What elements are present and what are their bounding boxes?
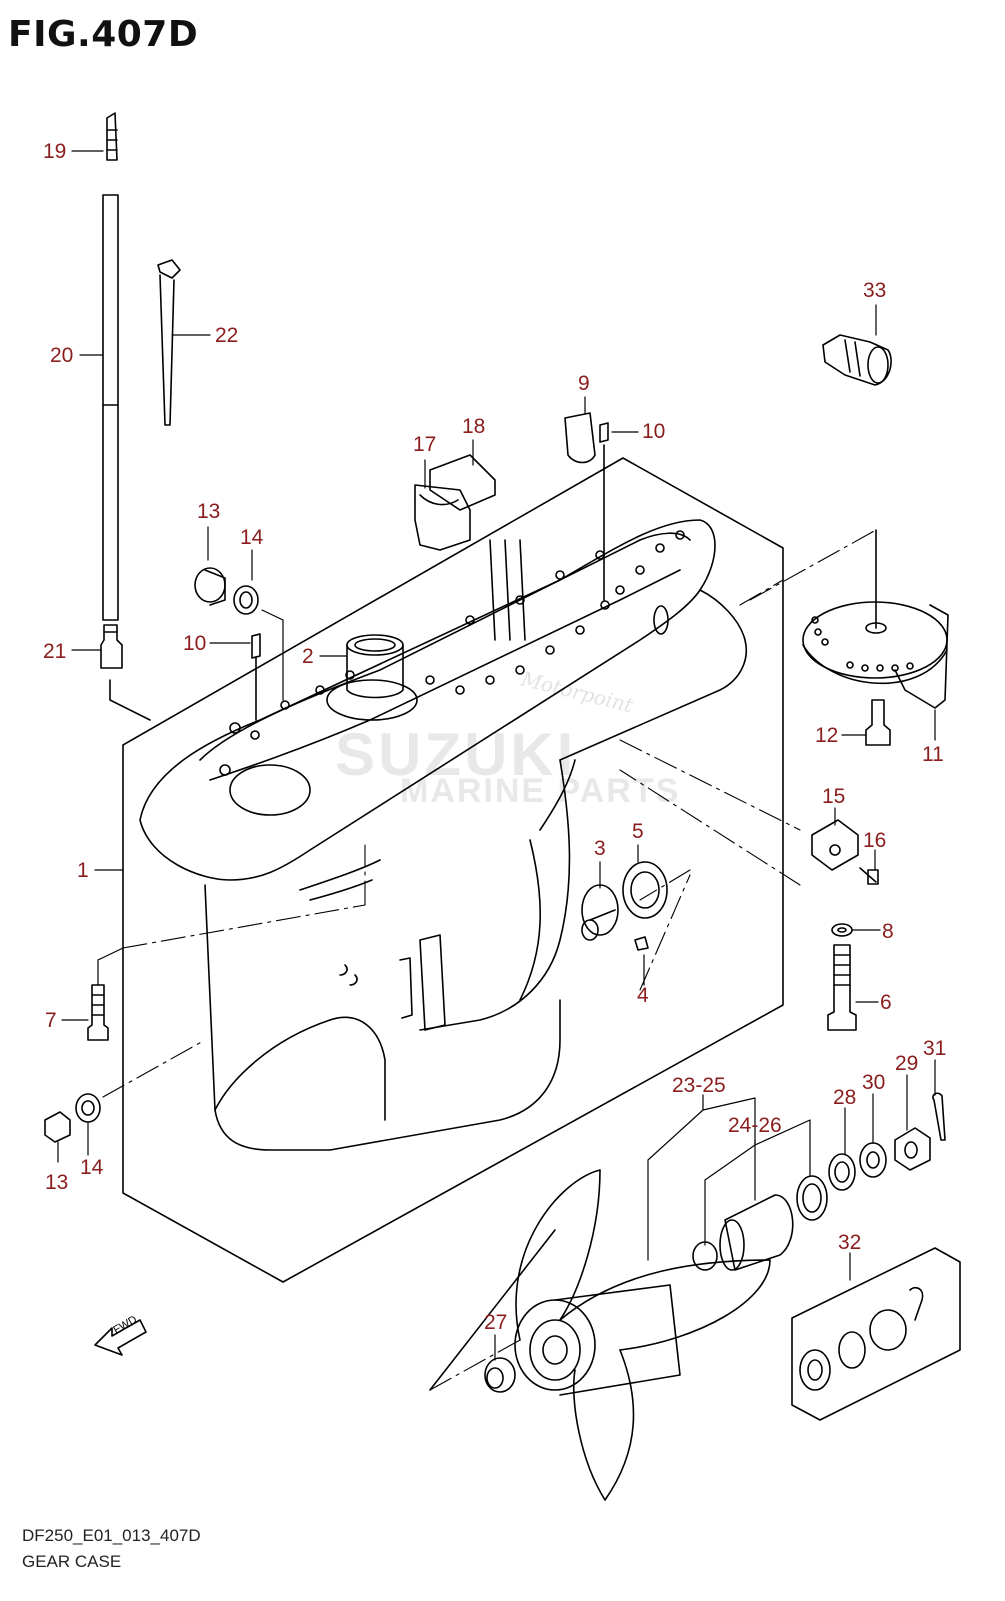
callout-12: 12	[815, 724, 839, 747]
part-8-washer	[831, 923, 853, 937]
part-6-bolt	[827, 944, 857, 1031]
part-10-pin-left	[251, 633, 261, 721]
callout-14-upper: 14	[240, 526, 264, 549]
callout-8: 8	[882, 920, 894, 943]
callout-29: 29	[895, 1052, 919, 1075]
callout-1: 1	[77, 859, 89, 882]
part-16-screw	[859, 867, 879, 885]
part-27-bushing	[484, 1357, 516, 1393]
part-24-26-spacer	[692, 1194, 794, 1271]
part-32-kit-box	[791, 1247, 961, 1421]
part-30-washer	[859, 1142, 887, 1178]
watermark-line2: MARINE PARTS	[400, 772, 681, 810]
callout-23-25: 23-25	[672, 1074, 726, 1097]
callout-33: 33	[863, 279, 887, 302]
callout-5: 5	[632, 820, 644, 843]
callout-18: 18	[462, 415, 486, 438]
part-12-bolt	[865, 699, 891, 746]
part-31-cotter-pin	[932, 1092, 946, 1141]
part-20-shift-rod	[102, 194, 119, 621]
callout-15: 15	[822, 785, 846, 808]
callout-17: 17	[413, 433, 437, 456]
part-9-anode	[564, 412, 596, 464]
part-5-seal	[622, 861, 668, 919]
callout-14-lower: 14	[80, 1156, 104, 1179]
watermark-brand: SUZUKI	[335, 721, 577, 788]
part-29-nut	[894, 1127, 931, 1171]
callout-22: 22	[215, 324, 239, 347]
figure-code: DF250_E01_013_407D	[22, 1526, 201, 1545]
part-2-bearing	[346, 634, 404, 699]
leader-lines	[57, 150, 936, 1361]
callout-30: 30	[862, 1071, 886, 1094]
callout-21: 21	[43, 640, 67, 663]
part-18-cover	[429, 454, 496, 511]
callout-2: 2	[302, 645, 314, 668]
figure-title: FIG.407D	[8, 14, 199, 55]
callout-27: 27	[484, 1311, 508, 1334]
callout-11: 11	[922, 743, 944, 766]
callout-10-right: 10	[642, 420, 666, 443]
part-15-bracket	[811, 819, 859, 871]
part-28-washer	[828, 1153, 856, 1191]
callout-16: 16	[863, 829, 887, 852]
callout-19: 19	[43, 140, 67, 163]
part-17-anode	[414, 484, 471, 551]
callout-3: 3	[594, 837, 606, 860]
small-brackets	[261, 609, 284, 701]
callout-32: 32	[838, 1231, 862, 1254]
callout-28: 28	[833, 1086, 857, 1109]
part-14-washer-lower	[75, 1093, 101, 1123]
part-4-pin	[634, 936, 649, 951]
part-33-plug	[822, 334, 892, 386]
assembly-boundary	[122, 457, 784, 1283]
fwd-arrow-icon	[94, 1319, 147, 1356]
part-13-plug-upper	[194, 567, 226, 606]
callout-6: 6	[880, 991, 892, 1014]
part-3-bearing	[581, 884, 619, 941]
part-10-pin-right	[599, 422, 609, 601]
part-13-plug-lower	[44, 1111, 71, 1143]
callout-4: 4	[637, 984, 649, 1007]
callout-13-lower: 13	[45, 1171, 69, 1194]
callout-9: 9	[578, 372, 590, 395]
callout-13-upper: 13	[197, 500, 221, 523]
deck-holes	[219, 530, 685, 816]
part-14-washer-upper	[233, 585, 259, 615]
part-21-fitting	[100, 624, 151, 721]
part-22-cable-tie	[157, 259, 181, 426]
callout-20: 20	[50, 344, 74, 367]
callout-24-26: 24-26	[728, 1114, 782, 1137]
callout-31: 31	[923, 1037, 947, 1060]
part-7-bolt	[87, 984, 109, 1041]
projection-lines	[102, 529, 877, 1391]
part-11-trim-tab	[802, 529, 949, 709]
part-19-rod-tip	[106, 112, 118, 161]
callout-10-left: 10	[183, 632, 207, 655]
callout-7: 7	[45, 1009, 57, 1032]
gear-case-body	[139, 519, 747, 1151]
figure-subtitle: GEAR CASE	[22, 1552, 122, 1571]
propeller	[429, 1169, 771, 1501]
part-washer-26	[796, 1175, 828, 1221]
